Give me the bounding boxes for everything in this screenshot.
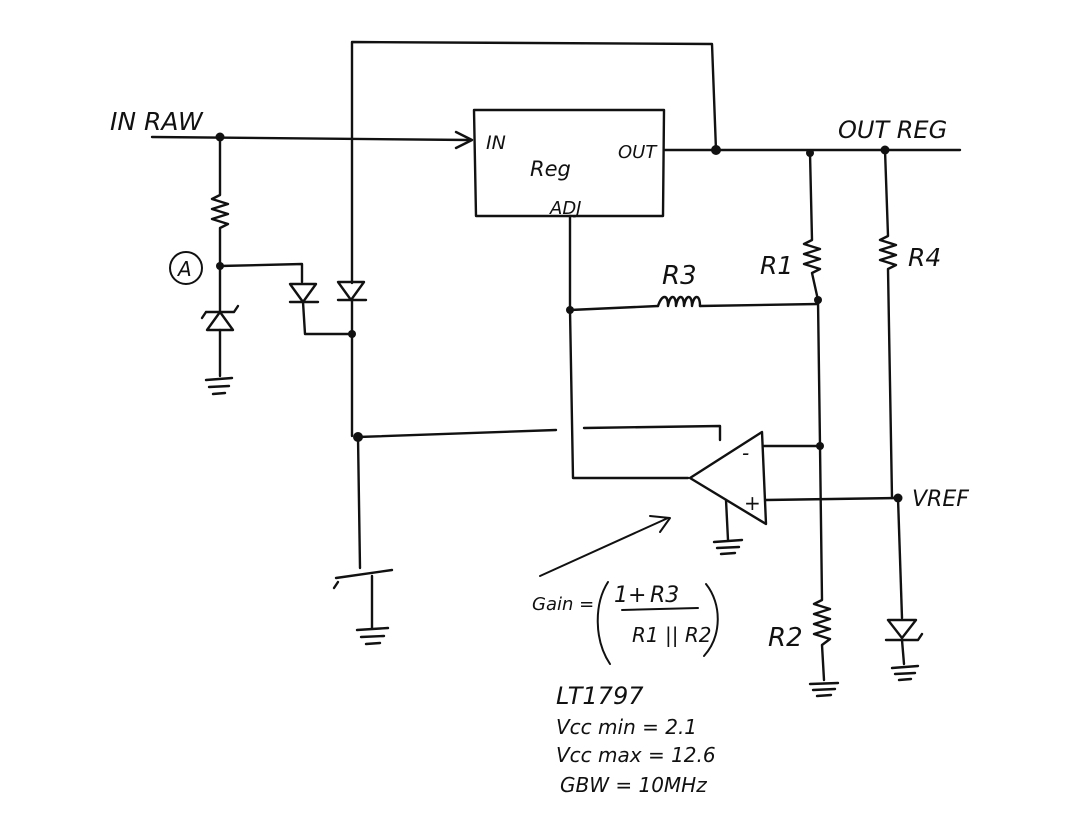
regulator-box — [472, 108, 666, 218]
adj-feedback-wire — [566, 214, 690, 480]
op-amp-plus-label: + — [744, 491, 761, 515]
r3-label: R3 — [662, 261, 697, 291]
regulator-in-label: IN — [486, 132, 506, 154]
ground-symbol-input — [204, 376, 234, 396]
op-amp — [688, 430, 768, 526]
resistor-r3 — [568, 295, 822, 312]
r2-label: R2 — [768, 623, 803, 653]
r4-label: R4 — [908, 243, 941, 272]
resistor-r4 — [878, 148, 903, 503]
r1-label: R1 — [760, 251, 793, 280]
out-reg-label: OUT REG — [838, 116, 947, 144]
gain-one-plus-label: 1+ — [614, 583, 646, 608]
resistor-r1 — [802, 151, 822, 448]
vref-label: VREF — [912, 487, 969, 512]
gain-numerator-label: R3 — [650, 583, 679, 608]
output-rail-wire — [663, 145, 962, 157]
right-diode — [336, 280, 368, 438]
node-a-marker — [169, 251, 304, 285]
note-gbw-label: GBW = 10MHz — [560, 773, 707, 797]
input-resistor — [210, 135, 230, 268]
note-vcc-min-label: Vcc min = 2.1 — [556, 715, 697, 739]
gain-formula-shape — [596, 581, 719, 665]
op-amp-minus-label: - — [742, 441, 749, 465]
top-loop-wire — [350, 40, 718, 285]
gain-lhs-label: Gain = — [532, 594, 594, 615]
capacitor — [332, 568, 394, 630]
op-amp-noninverting-wire — [764, 496, 900, 502]
note-vcc-max-label: Vcc max = 12.6 — [556, 743, 716, 767]
regulator-adj-label: ADJ — [549, 198, 581, 219]
node-a-label: A — [176, 257, 192, 281]
ground-symbol-r2 — [808, 681, 840, 698]
in-raw-label: IN RAW — [110, 107, 204, 136]
resistor-r2 — [812, 444, 832, 682]
op-amp-inverting-wire — [762, 442, 824, 450]
gain-denominator-label: R1 || R2 — [632, 623, 711, 647]
reference-zener-diode — [884, 496, 924, 666]
regulator-out-label: OUT — [618, 142, 658, 163]
supply-node-wire — [353, 424, 722, 570]
ground-symbol-capacitor — [355, 626, 390, 646]
note-part-label: LT1797 — [556, 682, 644, 710]
ground-symbol-reference — [890, 664, 920, 682]
op-amp-ground — [712, 498, 744, 556]
gain-pointer-arrow — [539, 515, 671, 577]
input-zener-diode — [200, 264, 240, 378]
regulator-name-label: Reg — [530, 157, 571, 181]
left-diode — [288, 282, 354, 336]
